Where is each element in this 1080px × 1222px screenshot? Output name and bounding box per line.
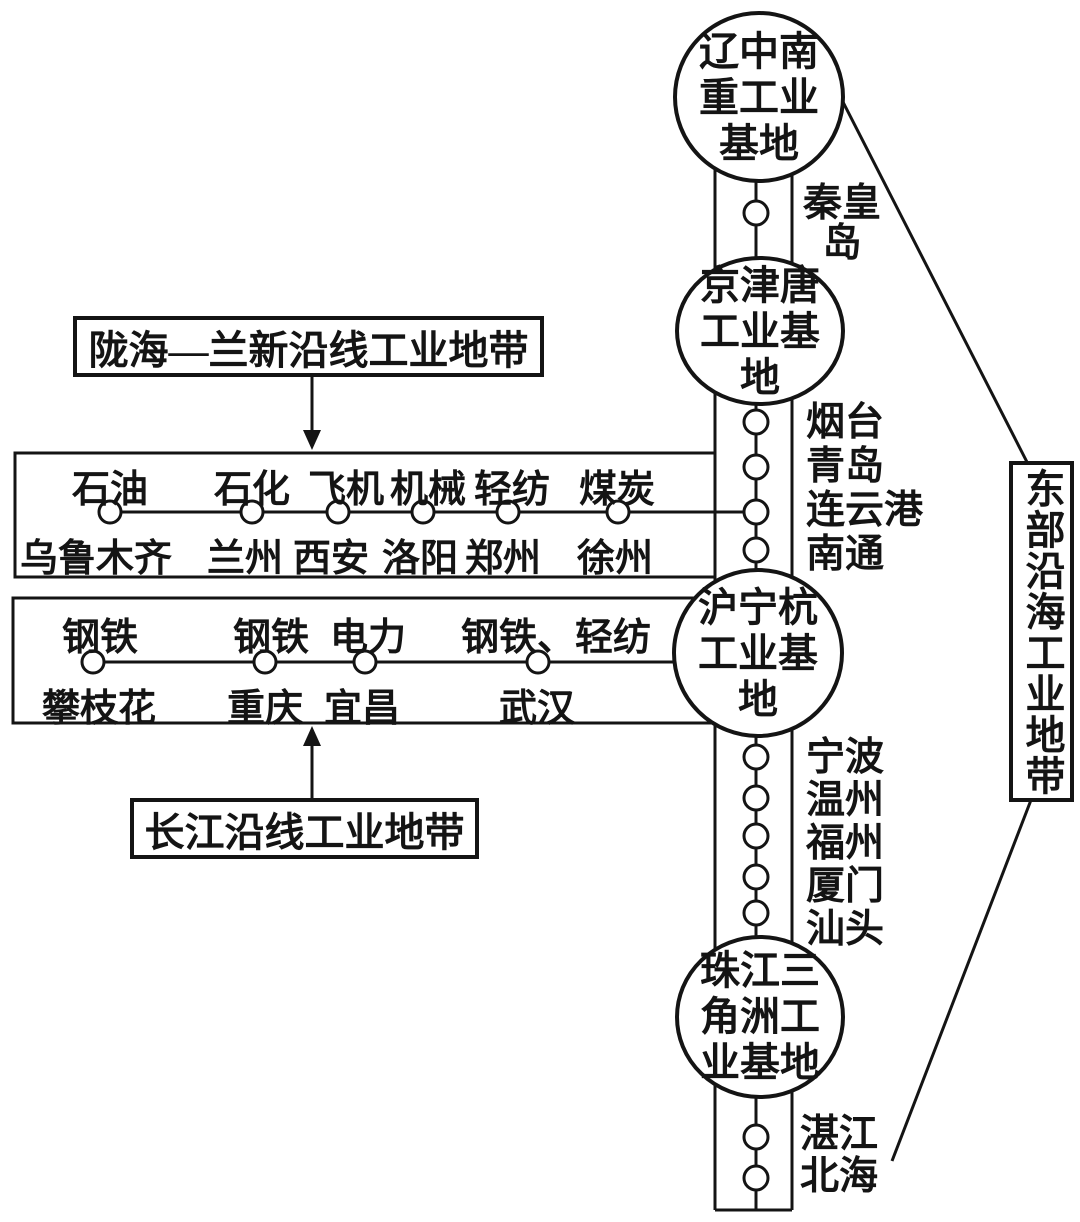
base-label-line: 工业基 [700,309,820,354]
changjiang-arrow-head [303,726,321,746]
city-label: 攀枝花 [41,688,157,730]
city-label: 兰州 [206,538,284,580]
longhai-arrow-head [303,430,321,450]
industry-label: 飞机 [307,469,385,511]
base-circle-liaozhongnan [673,11,845,183]
diagonal-top-connector [841,101,1030,465]
industry-label: 煤炭 [578,469,656,511]
base-label-line: 沪宁杭 [698,585,818,630]
port-label-line: 福州 [806,822,885,865]
port-label-line: 汕头 [806,908,885,951]
base-circle-huninghang [672,568,844,738]
node-wuhan [525,649,551,675]
port-node-nantong [742,536,770,564]
base-label-line: 地 [740,355,780,400]
base-label-line: 辽中南 [699,29,819,74]
port-node-beihai [742,1164,770,1192]
base-label-line: 地 [738,677,778,722]
diagonal-bottom-connector [890,799,1033,1162]
node-zhengzhou [495,499,521,525]
industry-label: 钢铁 [232,617,310,659]
node-lanzhou [239,499,265,525]
longhai-label-box [73,316,544,377]
base-label-line: 工业基 [698,631,818,676]
port-label-line: 温州 [806,779,885,822]
node-luoyang [410,499,436,525]
city-label: 宜昌 [323,688,401,730]
base-label-line: 珠江三 [700,948,820,993]
base-label-line: 角洲工 [700,994,820,1039]
port-node-qingdao [742,453,770,481]
port-label-group-yantai: 烟台 青岛 连云港 南通 [806,401,923,577]
east-coast-belt-title: 东部沿海工业地带 [1019,467,1065,796]
base-label-huninghang: 沪宁杭 工业基 地 [675,585,841,723]
base-label-line: 基地 [719,121,799,166]
base-circle-jingjintang [675,256,845,406]
industry-label: 电力 [329,617,407,659]
node-xuzhou [605,499,631,525]
port-label-line: 南通 [806,533,885,576]
east-coast-label-box [1009,461,1074,802]
base-circle-zhujiangsanjiaozhou [675,935,845,1099]
node-chongqing [252,649,278,675]
industry-label: 钢铁、轻纺 [460,617,652,659]
port-node-zhanjiang [742,1123,770,1151]
port-label-line: 青岛 [806,445,885,488]
city-label: 洛阳 [381,538,459,580]
industry-label: 机械 [389,469,467,511]
node-panzhihua [80,649,106,675]
base-label-zhujiangsanjiaozhou: 珠江三 角洲工 业基地 [677,948,843,1086]
industry-label: 钢铁 [61,617,139,659]
city-label: 西安 [292,538,370,580]
port-node-fuzhou [742,822,770,850]
industry-label: 石化 [213,469,291,511]
city-label: 郑州 [464,538,542,580]
node-xian [325,499,351,525]
node-wulumuqi [97,499,123,525]
port-label-group-ningbo: 宁波 温州 福州 厦门 汕头 [806,736,884,951]
port-node-lianyungang [742,498,770,526]
port-node-qinhuangdao [742,199,770,227]
city-label: 徐州 [576,538,654,580]
port-label-line: 宁波 [806,736,885,779]
longhai-belt-title: 陇海—兰新沿线工业地带 [88,327,529,373]
changjiang-belt-title: 长江沿线工业地带 [144,809,465,855]
base-label-line: 重工业 [699,75,819,120]
port-node-shantou [742,899,770,927]
port-label-line: 烟台 [806,401,885,444]
base-label-liaozhongnan: 辽中南 重工业 基地 [675,29,843,167]
port-label-qinhuangdao: 秦皇 岛 [797,184,887,264]
port-node-ningbo [742,743,770,771]
city-label: 乌鲁木齐 [19,538,173,580]
port-label-line: 厦门 [806,865,885,908]
port-node-xiamen [742,863,770,891]
city-label: 武汉 [498,688,576,730]
industry-label: 石油 [71,469,149,511]
base-label-jingjintang: 京津唐 工业基 地 [677,263,843,401]
node-yichang [352,649,378,675]
port-node-yantai [742,408,770,436]
industry-label: 轻纺 [473,469,551,511]
port-label-line: 岛 [822,222,862,265]
port-label-group-zhanjiang: 湛江 北海 [800,1114,878,1198]
changjiang-label-box [130,798,479,859]
port-label-line: 秦皇 [802,182,881,225]
port-label-line: 湛江 [800,1113,879,1156]
base-label-line: 业基地 [700,1040,820,1085]
base-label-line: 京津唐 [700,263,820,308]
city-label: 重庆 [226,688,304,730]
port-label-line: 连云港 [806,489,924,532]
port-label-line: 北海 [800,1155,879,1198]
port-node-wenzhou [742,784,770,812]
longhai-band-box [13,451,717,579]
